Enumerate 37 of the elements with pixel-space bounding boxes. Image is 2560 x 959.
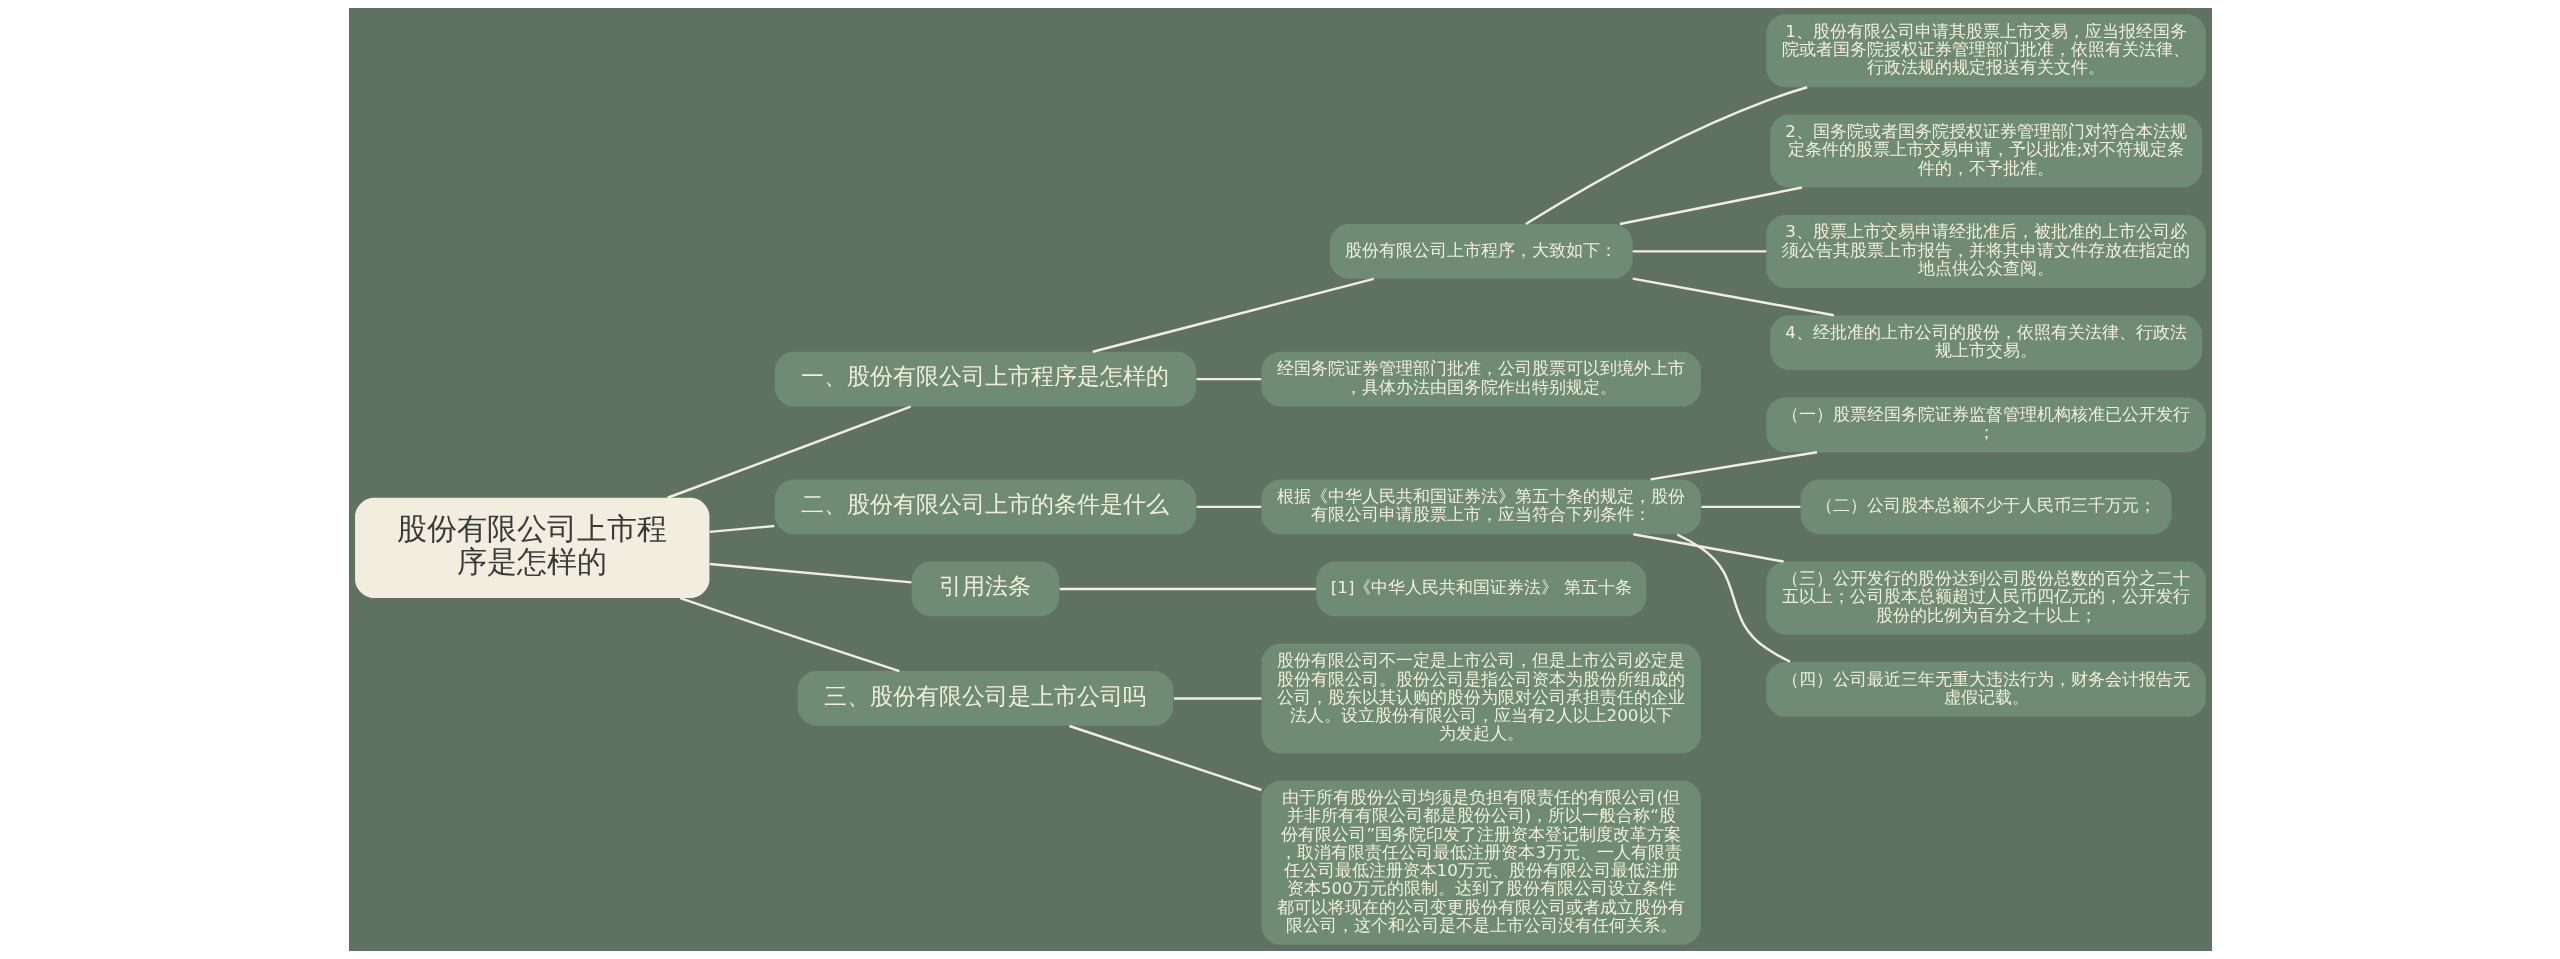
node-box: （三）公开发行的股份达到公司股份总数的百分之二十五以上；公司股本总额超过人民币四亿元的，公开发行股份的比例为百分之十以上；	[1765, 561, 2206, 635]
connector	[679, 597, 900, 673]
connector	[1196, 377, 1261, 381]
connector	[1700, 505, 1800, 509]
node-box: 股份有限公司不一定是上市公司，但是上市公司必定是股份有限公司。股份公司是指公司资本为股份所组成的公司，股东以其认购的股份为限对公司承担责任的企业法人。设立股份有限公司，应当有2人以上200以下为发起人。	[1261, 643, 1701, 754]
connector	[1631, 277, 1834, 317]
node-box: 3、股票上市交易申请经批准后，被批准的上市公司必须公告其股票上市报告，并将其申请文件存放在指定的地点供公众查阅。	[1765, 214, 2206, 288]
connector	[666, 405, 911, 499]
node-box: （二）公司股本总额不少于人民币三千万元；	[1800, 479, 2172, 535]
connector	[1619, 186, 1802, 226]
node-box: （一）股票经国务院证券监督管理机构核准已公开发行；	[1765, 397, 2206, 453]
connector	[1676, 533, 1791, 663]
node-box: 由于所有股份公司均须是负担有限责任的有限公司(但并非所有有限公司都是股份公司)，所以一般合称“股份有限公司”国务院印发了注册资本登记制度改革方案，取消有限责任公司最低注册资本3万元、一人有限责任公司最低注册资本10万元、股份有限公司最低注册资本500万元的限制。达到了股份有限公司设立条件都可以将现在的公司变更股份有限公司或者成立股份有限公司，这个和公司是不是上市公司没有任何关系。	[1261, 780, 1701, 945]
node-box: 三、股份有限公司是上市公司吗	[797, 671, 1173, 726]
connector	[1632, 250, 1766, 253]
node-box: 一、股份有限公司上市程序是怎样的	[774, 351, 1196, 407]
node-box: 根据《中华人民共和国证券法》第五十条的规定，股份有限公司申请股票上市，应当符合下列条件：	[1261, 479, 1701, 535]
node-box: 1、股份有限公司申请其股票上市交易，应当报经国务院或者国务院授权证券管理部门批准，依照有关法律、行政法规的规定报送有关文件。	[1765, 14, 2206, 88]
connector	[709, 562, 912, 584]
connector	[1524, 86, 1808, 225]
connector	[709, 524, 774, 534]
node-box: 2、国务院或者国务院授权证券管理部门对符合本法规定条件的股票上市交易申请，予以批准;对不符规定条件的，不予批准。	[1769, 114, 2202, 188]
node-box: 股份有限公司上市程序是怎样的	[354, 497, 709, 599]
node-box: 4、经批准的上市公司的股份，依照有关法律、行政法规上市交易。	[1769, 315, 2202, 370]
node-box: [1]《中华人民共和国证券法》 第五十条	[1315, 561, 1646, 617]
connector	[1068, 724, 1262, 792]
connector	[1196, 505, 1261, 509]
node-box: 二、股份有限公司上市的条件是什么	[774, 479, 1196, 535]
connector	[1091, 277, 1374, 353]
node-box: 经国务院证券管理部门批准，公司股票可以到境外上市，具体办法由国务院作出特别规定。	[1261, 351, 1701, 407]
node-box: 引用法条	[911, 561, 1059, 617]
connector	[1173, 697, 1261, 700]
connector	[1632, 533, 1784, 563]
node-box: 股份有限公司上市程序，大致如下：	[1329, 224, 1633, 279]
node-box: （四）公司最近三年无重大违法行为，财务会计报告无虚假记载。	[1765, 662, 2206, 717]
connector	[1059, 587, 1316, 591]
connector	[1649, 451, 1817, 481]
